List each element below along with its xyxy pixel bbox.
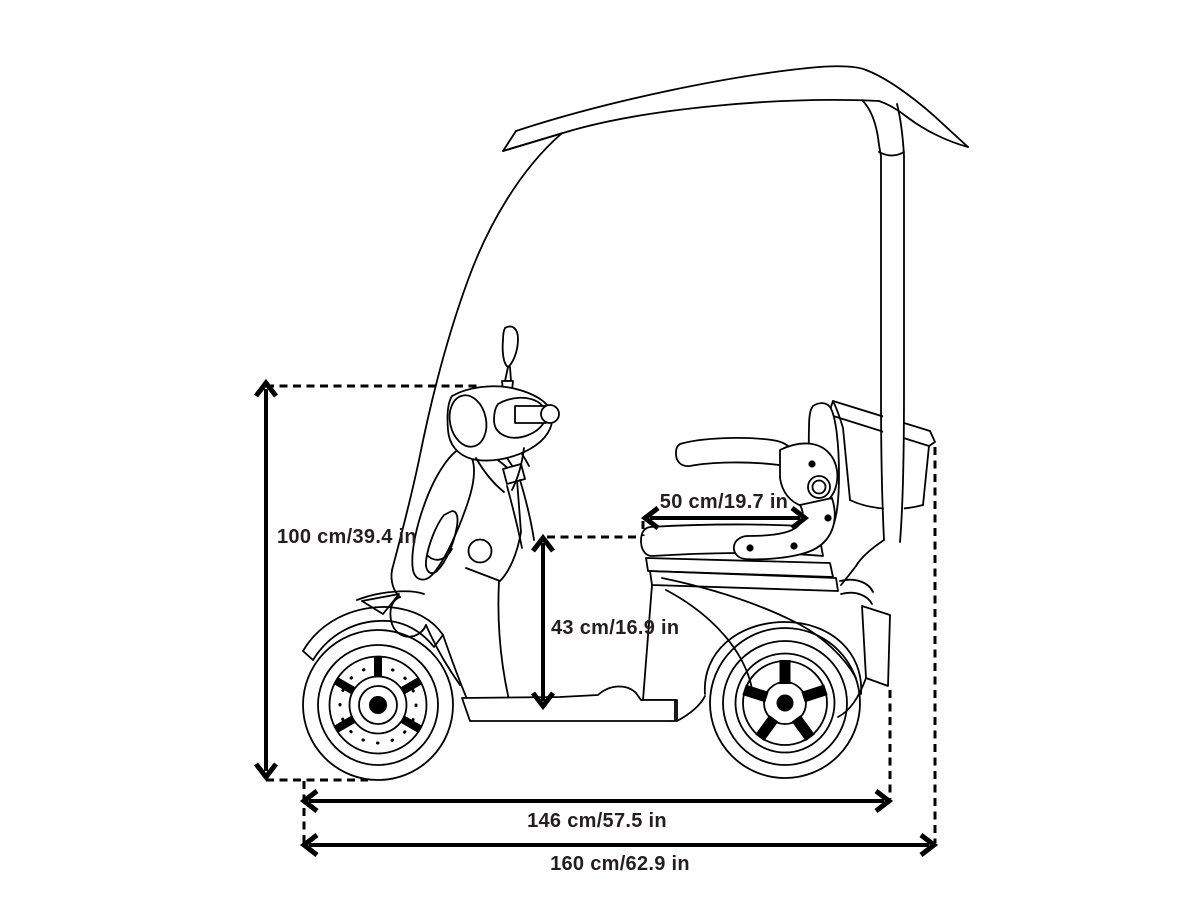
rear-hub <box>776 694 794 712</box>
body-knob <box>467 538 493 564</box>
front-hub <box>369 696 387 714</box>
wheelbase-label: 146 cm/57.5 in <box>527 810 667 832</box>
dimension-overall-length: 160 cm/62.9 in <box>299 447 939 875</box>
overall-length-label: 160 cm/62.9 in <box>550 853 690 875</box>
front-body <box>302 435 535 701</box>
canopy-roof <box>391 65 969 571</box>
rear-mud-flap <box>861 605 891 687</box>
rear-body <box>661 565 891 718</box>
front-wheel <box>302 629 454 781</box>
scooter-illustration <box>302 65 969 781</box>
handlebar <box>446 385 560 493</box>
dimension-seat-depth: 50 cm/19.7 in <box>640 491 810 536</box>
dimension-overall-height: 100 cm/39.4 in <box>254 378 482 782</box>
seat-height-label: 43 cm/16.9 in <box>551 617 679 639</box>
floor-board <box>461 685 706 722</box>
windshield <box>391 133 562 571</box>
dimension-seat-height: 43 cm/16.9 in <box>531 533 679 711</box>
rear-wheel <box>709 627 861 779</box>
headlight-lens <box>448 394 488 448</box>
armrest <box>675 437 794 467</box>
overall-height-label: 100 cm/39.4 in <box>277 526 417 548</box>
headlight-housing <box>446 385 554 462</box>
seat-depth-label: 50 cm/19.7 in <box>660 491 788 513</box>
dimension-wheelbase: 146 cm/57.5 in <box>299 690 894 832</box>
canopy-pole <box>855 99 905 567</box>
seat-bracket <box>732 442 839 561</box>
